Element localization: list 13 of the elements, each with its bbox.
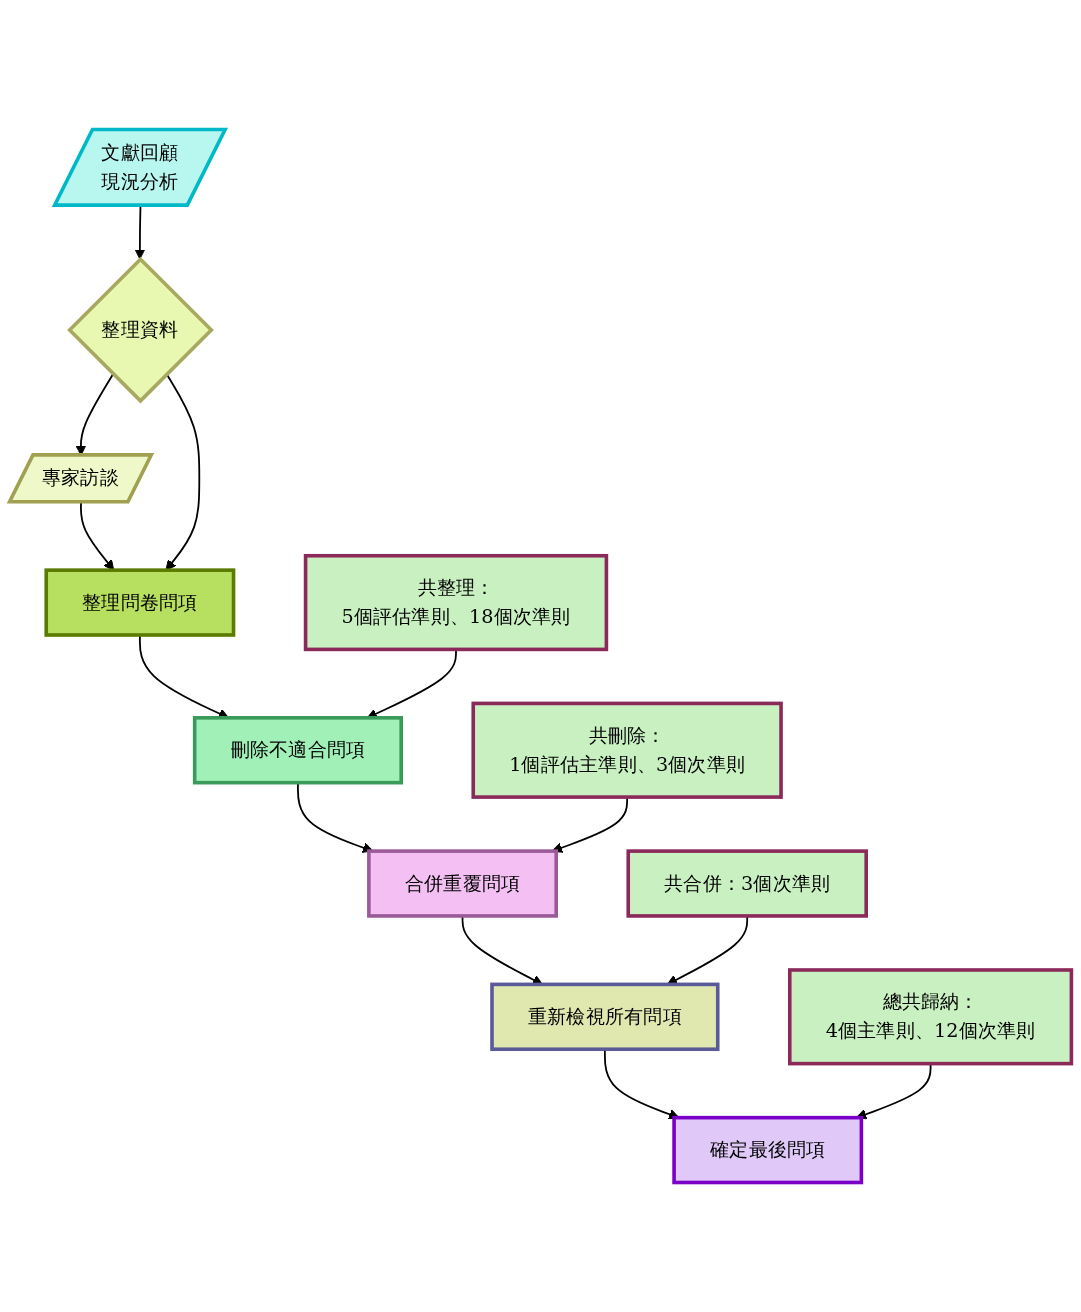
- arrow: [666, 915, 749, 985]
- node-box: 共刪除： 1個評估主準則、3個次準則: [471, 701, 783, 799]
- node-box: 確定最後問項: [672, 1115, 864, 1185]
- node-box: 共合併：3個次準則: [626, 849, 868, 918]
- arrow: [165, 373, 201, 571]
- node-box: 刪除不適合問項: [192, 716, 403, 785]
- node-box: 共整理： 5個評估準則、18個次準則: [303, 553, 609, 652]
- arrow: [461, 915, 543, 985]
- node-box: 整理問卷問項: [44, 568, 236, 637]
- node-box: 重新檢視所有問項: [490, 982, 720, 1051]
- node-box: 總共歸納： 4個主準則、12個次準則: [788, 968, 1074, 1066]
- node-box: 合併重覆問項: [367, 849, 558, 918]
- node-diamond: 整理資料: [67, 256, 214, 404]
